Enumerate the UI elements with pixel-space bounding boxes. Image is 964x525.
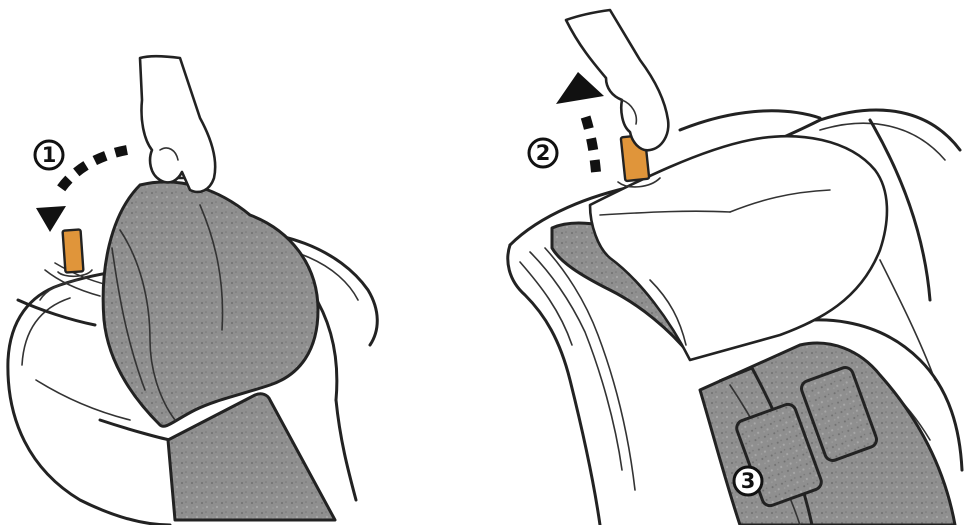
headrest-cushion-left: [103, 182, 318, 426]
hand-left: [140, 56, 215, 192]
panel-right: 2 3: [508, 10, 962, 525]
step-2-label: 2: [536, 141, 551, 165]
step-3-label: 3: [741, 469, 756, 493]
step-3-marker: 3: [734, 467, 762, 495]
panel-left: 1: [8, 56, 377, 525]
back-cushion-left: [168, 394, 335, 520]
step-2-marker: 2: [529, 139, 557, 167]
strap-tab-left: [63, 229, 84, 272]
step-1-marker: 1: [35, 141, 63, 169]
step-1-label: 1: [42, 143, 57, 167]
arrow-up-icon: [556, 72, 604, 172]
